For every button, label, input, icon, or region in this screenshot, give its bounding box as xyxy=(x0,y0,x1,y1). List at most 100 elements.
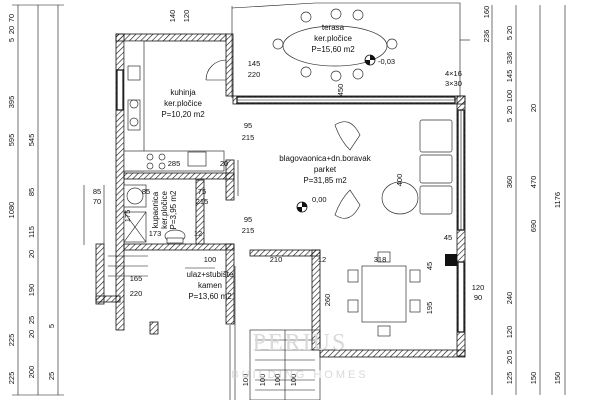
entrance-ramp xyxy=(108,255,215,277)
dimension-label: 20 xyxy=(220,159,228,168)
room-name: kuhinja xyxy=(170,88,196,97)
room-floor: parket xyxy=(314,165,337,174)
room-floor: ker.pločice xyxy=(160,191,169,229)
dimension-label: 85 xyxy=(93,187,101,196)
dimension-label: 45 xyxy=(444,233,452,242)
room-name: ulaz+stubište xyxy=(187,270,234,279)
dimension-label: 120 xyxy=(505,326,514,339)
right-dimension-lines xyxy=(491,5,566,395)
dimension-label: 190 xyxy=(27,284,36,297)
dimension-label: 100 xyxy=(289,374,298,387)
room-area: P=31,85 m2 xyxy=(303,176,347,185)
dimension-label: 336 xyxy=(505,52,514,65)
dimension-label: 12 xyxy=(194,229,202,238)
dimension-labels-top: 140 120 xyxy=(168,10,191,23)
watermark-tagline: BUILDING HOMES xyxy=(231,369,368,381)
window-note-line2: 3×30 xyxy=(445,79,462,88)
dimension-label: 145 xyxy=(248,59,261,68)
dimension-label: 220 xyxy=(248,70,261,79)
level-text-living: 0,00 xyxy=(312,195,327,204)
room-area: P=3,95 m2 xyxy=(169,190,178,229)
dimension-label: 20 xyxy=(7,26,16,34)
dimension-label: 165 xyxy=(130,274,143,283)
room-area: P=10,20 m2 xyxy=(161,110,205,119)
left-dimension-lines xyxy=(12,4,105,396)
windows xyxy=(116,69,465,333)
stairs xyxy=(229,266,321,400)
dimension-label: 5 xyxy=(7,38,16,42)
room-label-kuhinja: kuhinja ker.pločice P=10,20 m2 xyxy=(161,88,205,119)
dimension-label: 145 xyxy=(505,70,514,83)
room-name: kupaonica xyxy=(151,191,160,228)
dimension-label: 120 xyxy=(472,283,485,292)
dimension-label: 20 xyxy=(27,330,36,338)
dimension-label: 20 xyxy=(27,250,36,258)
dimension-label: 150 xyxy=(553,372,562,385)
dimension-label: 5 xyxy=(505,118,514,122)
level-text-terrace: -0,03 xyxy=(378,57,395,66)
dimension-label: 95 xyxy=(244,121,252,130)
dimension-label: 115 xyxy=(27,226,36,238)
dimension-label: 215 xyxy=(242,133,255,142)
dimension-label: 173 xyxy=(149,229,162,238)
dimension-label: 25 xyxy=(27,316,36,324)
living-room-furniture xyxy=(237,119,453,219)
dining-table xyxy=(347,251,421,337)
dimension-label: 215 xyxy=(242,226,255,235)
dimension-label: 5 xyxy=(505,36,514,40)
dimension-label: 75 xyxy=(198,187,206,196)
level-marker-living: 0,00 xyxy=(296,195,327,213)
dimension-label: 225 xyxy=(7,334,16,347)
dimension-label: 450 xyxy=(336,84,345,97)
dimension-label: 175 xyxy=(123,210,132,223)
dimension-label: 100 xyxy=(273,374,282,387)
dimension-label: 225 xyxy=(7,372,16,385)
room-area: P=15,60 m2 xyxy=(311,45,355,54)
room-label-ulaz: ulaz+stubište kamen P=13,60 m2 xyxy=(187,270,234,301)
dimension-label: 120 xyxy=(182,10,191,23)
dimension-label: 1176 xyxy=(553,192,562,208)
dimension-label: 160 xyxy=(482,6,491,19)
dimension-label: 210 xyxy=(270,255,283,264)
dimension-label: 100 xyxy=(204,255,217,264)
dimension-label: 395 xyxy=(7,96,16,109)
dimension-label: 70 xyxy=(7,14,16,22)
terrace-table xyxy=(272,8,398,82)
room-floor: kamen xyxy=(198,281,222,290)
dimension-label: 5 xyxy=(505,350,514,354)
dimension-label: 690 xyxy=(529,220,538,233)
dimension-label: 20 xyxy=(529,104,538,112)
dimension-label: 140 xyxy=(168,10,177,23)
dimension-label: 1080 xyxy=(7,202,16,219)
level-marker-terrace: -0,03 xyxy=(364,54,395,66)
dimension-label: 360 xyxy=(505,176,514,189)
watermark-logo-text: PERIUS xyxy=(253,330,348,356)
dimension-label: 5 xyxy=(47,324,56,328)
room-name: terasa xyxy=(322,23,345,32)
kitchen-counter xyxy=(123,40,225,172)
dimension-label: 220 xyxy=(130,289,143,298)
dimension-label: 150 xyxy=(529,372,538,385)
dimension-label: 595 xyxy=(7,134,16,147)
dimension-label: 12 xyxy=(318,255,326,264)
dimension-label: 240 xyxy=(505,292,514,305)
room-area: P=13,60 m2 xyxy=(188,292,232,301)
dimension-label: 85 xyxy=(142,187,150,196)
dimension-label: 20 xyxy=(505,106,514,114)
bathroom-fixtures xyxy=(123,184,186,244)
dimension-label: 195 xyxy=(425,302,434,315)
dimension-label: 318 xyxy=(374,255,387,264)
dimension-label: 100 xyxy=(505,90,514,103)
dimension-label: 20 xyxy=(505,356,514,364)
dimension-label: 400 xyxy=(395,174,404,187)
dimension-label: 200 xyxy=(27,366,36,379)
room-label-kupaonica: kupaonica ker.pločice P=3,95 m2 xyxy=(151,190,178,229)
dimension-label: 470 xyxy=(529,176,538,189)
dimension-label: 20 xyxy=(505,26,514,34)
dimension-label: 545 xyxy=(27,134,36,147)
